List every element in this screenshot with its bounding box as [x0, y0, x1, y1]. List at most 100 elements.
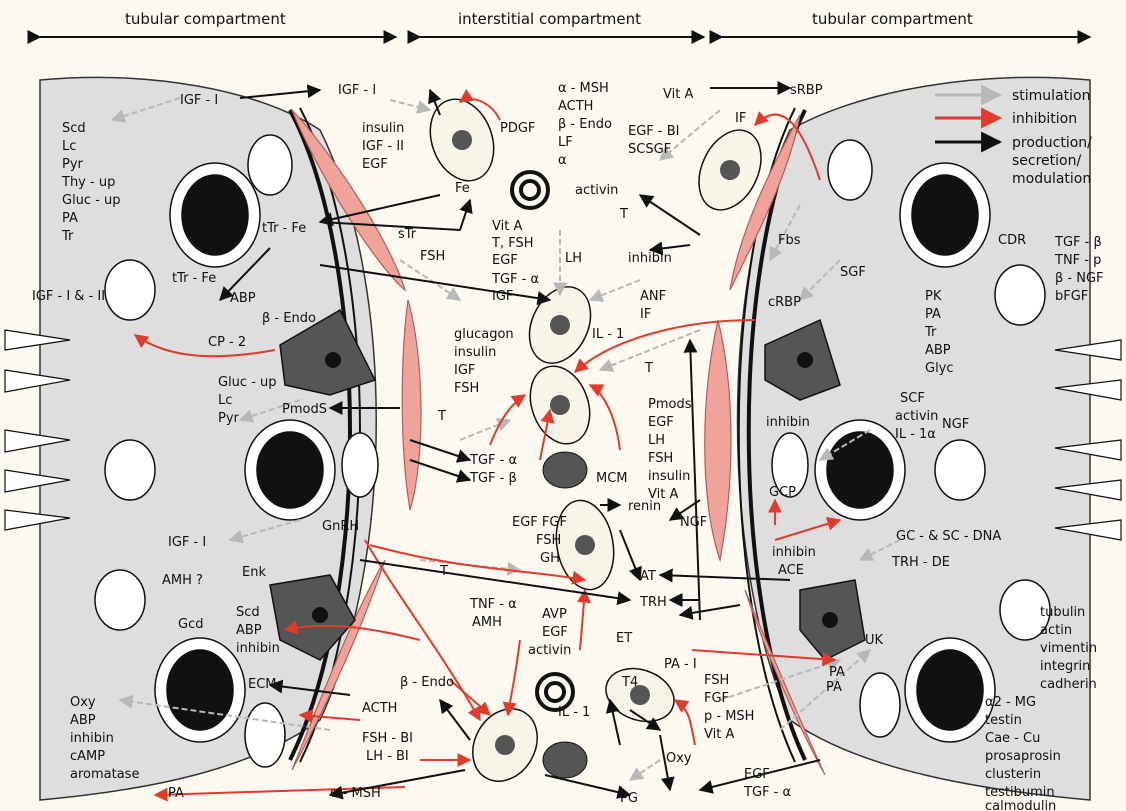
label-ngf-r: NGF — [942, 417, 969, 432]
label-egf-mid: EGF — [492, 253, 518, 268]
label-scd: Scd — [62, 121, 86, 136]
label-lc2: Lc — [218, 393, 232, 408]
label-ecm: ECM — [248, 677, 277, 692]
label-fsh2: FSH — [454, 381, 479, 396]
label-igf1-left: IGF - I — [180, 93, 218, 108]
label-integrin: integrin — [1040, 659, 1090, 674]
label-egf-top: EGF — [362, 157, 388, 172]
label-il1-low: IL - 1 — [558, 705, 590, 720]
label-fsh-bot: FSH — [704, 673, 729, 688]
label-pai: PA - I — [664, 657, 697, 672]
label-amsh-low: α - MSH — [330, 786, 381, 801]
label-vimentin: vimentin — [1040, 641, 1097, 656]
label-production-l1: production/ — [1012, 135, 1092, 151]
label-gcp: GCP — [769, 485, 796, 500]
label-inhibin-low: inhibin — [772, 545, 816, 560]
label-scf: SCF — [900, 391, 925, 406]
label-glucup: Gluc - up — [62, 193, 121, 208]
label-tr-l: Tr — [61, 229, 74, 244]
label-if-mid: IF — [640, 307, 651, 322]
label-caecu: Cae - Cu — [985, 731, 1040, 746]
label-gnrh: GnRH — [322, 519, 359, 534]
myoid-cell — [705, 320, 731, 560]
label-oxy-l: Oxy — [70, 695, 96, 710]
label-a2mg: α2 - MG — [985, 695, 1036, 710]
label-fsh-l: FSH — [420, 249, 445, 264]
label-insulin: insulin — [362, 121, 404, 136]
label-testibumin: testibumin — [985, 785, 1055, 800]
label-srbp: sRBP — [790, 83, 823, 98]
label-glucup2: Gluc - up — [218, 375, 277, 390]
label-gh: GH — [540, 551, 560, 566]
label-actin: actin — [1040, 623, 1072, 638]
label-acth-top: ACTH — [558, 99, 593, 114]
label-insulin-r: insulin — [648, 469, 690, 484]
label-avp: AVP — [542, 607, 567, 622]
label-t1: T — [437, 409, 446, 424]
label-igf-mid: IGF — [492, 289, 513, 304]
label-trh: TRH — [639, 595, 667, 610]
label-alpha: α — [558, 153, 567, 168]
label-fshbi: FSH - BI — [362, 731, 413, 746]
label-activin-r: activin — [895, 409, 938, 424]
label-oxy-mid: Oxy — [666, 751, 692, 766]
label-igf12: IGF - I & - II — [32, 289, 105, 304]
myoid-cell — [402, 300, 421, 510]
label-fe: Fe — [455, 181, 470, 196]
label-insulin2: insulin — [454, 345, 496, 360]
label-enk: Enk — [242, 565, 266, 580]
label-pk: PK — [925, 289, 942, 304]
label-left: tubular compartment — [125, 10, 286, 28]
label-tnfp: TNF - p — [1054, 253, 1101, 268]
label-testin: testin — [985, 713, 1022, 728]
label-activin-low: activin — [528, 643, 571, 658]
label-pyr: Pyr — [62, 157, 84, 172]
label-igf1-low: IGF - I — [168, 535, 206, 550]
label-igf2b: IGF — [454, 363, 475, 378]
label-fgf-bot: FGF — [704, 691, 729, 706]
label-bngf: β - NGF — [1055, 271, 1104, 286]
label-mcm: MCM — [596, 471, 628, 486]
label-str: sTr — [398, 227, 417, 242]
label-abp-l: ABP — [230, 291, 256, 306]
label-bendo1: β - Endo — [262, 311, 316, 326]
label-activin-top: activin — [575, 183, 618, 198]
label-egf-avp: EGF — [542, 625, 568, 640]
label-pmsh: p - MSH — [704, 709, 754, 724]
label-il1-mid: IL - 1 — [592, 327, 624, 342]
label-amh: AMH — [472, 615, 502, 630]
label-vita-bot: Vit A — [704, 727, 734, 742]
label-production-l2: secretion/ — [1012, 153, 1081, 169]
label-amsh-top: α - MSH — [558, 81, 609, 96]
label-gcd: Gcd — [178, 617, 203, 632]
label-pg: PG — [620, 791, 638, 806]
label-fsh-low: FSH — [536, 533, 561, 548]
label-lc: Lc — [62, 139, 76, 154]
label-inhibin-mid: inhibin — [628, 251, 672, 266]
label-pa-bot: PA — [826, 680, 842, 695]
label-tr-r: Tr — [924, 325, 937, 340]
label-scd2: Scd — [236, 605, 260, 620]
label-inhibin-r: inhibin — [766, 415, 810, 430]
label-pa-bl: PA — [168, 786, 184, 801]
label-tgfa-bot: TGF - α — [743, 785, 791, 800]
label-et: ET — [616, 631, 632, 646]
label-lh-mid: LH — [565, 251, 582, 266]
label-scsgf: SCSGF — [628, 142, 671, 157]
label-anf: ANF — [640, 289, 666, 304]
label-inhibin-bl: inhibin — [70, 731, 114, 746]
label-inhibition: inhibition — [1012, 111, 1077, 127]
label-abp2: ABP — [236, 623, 262, 638]
label-pa-low: PA — [829, 665, 845, 680]
label-abp-r: ABP — [925, 343, 951, 358]
label-t-low: T — [439, 564, 448, 579]
label-ttrfe2: tTr - Fe — [172, 271, 216, 286]
label-crbp: cRBP — [768, 295, 801, 310]
label-igf1-mid: IGF - I — [338, 83, 376, 98]
label-clusterin: clusterin — [985, 767, 1041, 782]
label-tgfa: TGF - α — [469, 453, 517, 468]
label-lf: LF — [558, 135, 573, 150]
label-t-mid: T — [644, 361, 653, 376]
label-tgfb-r: TGF - β — [1054, 235, 1102, 250]
label-glyc: Glyc — [925, 361, 954, 376]
